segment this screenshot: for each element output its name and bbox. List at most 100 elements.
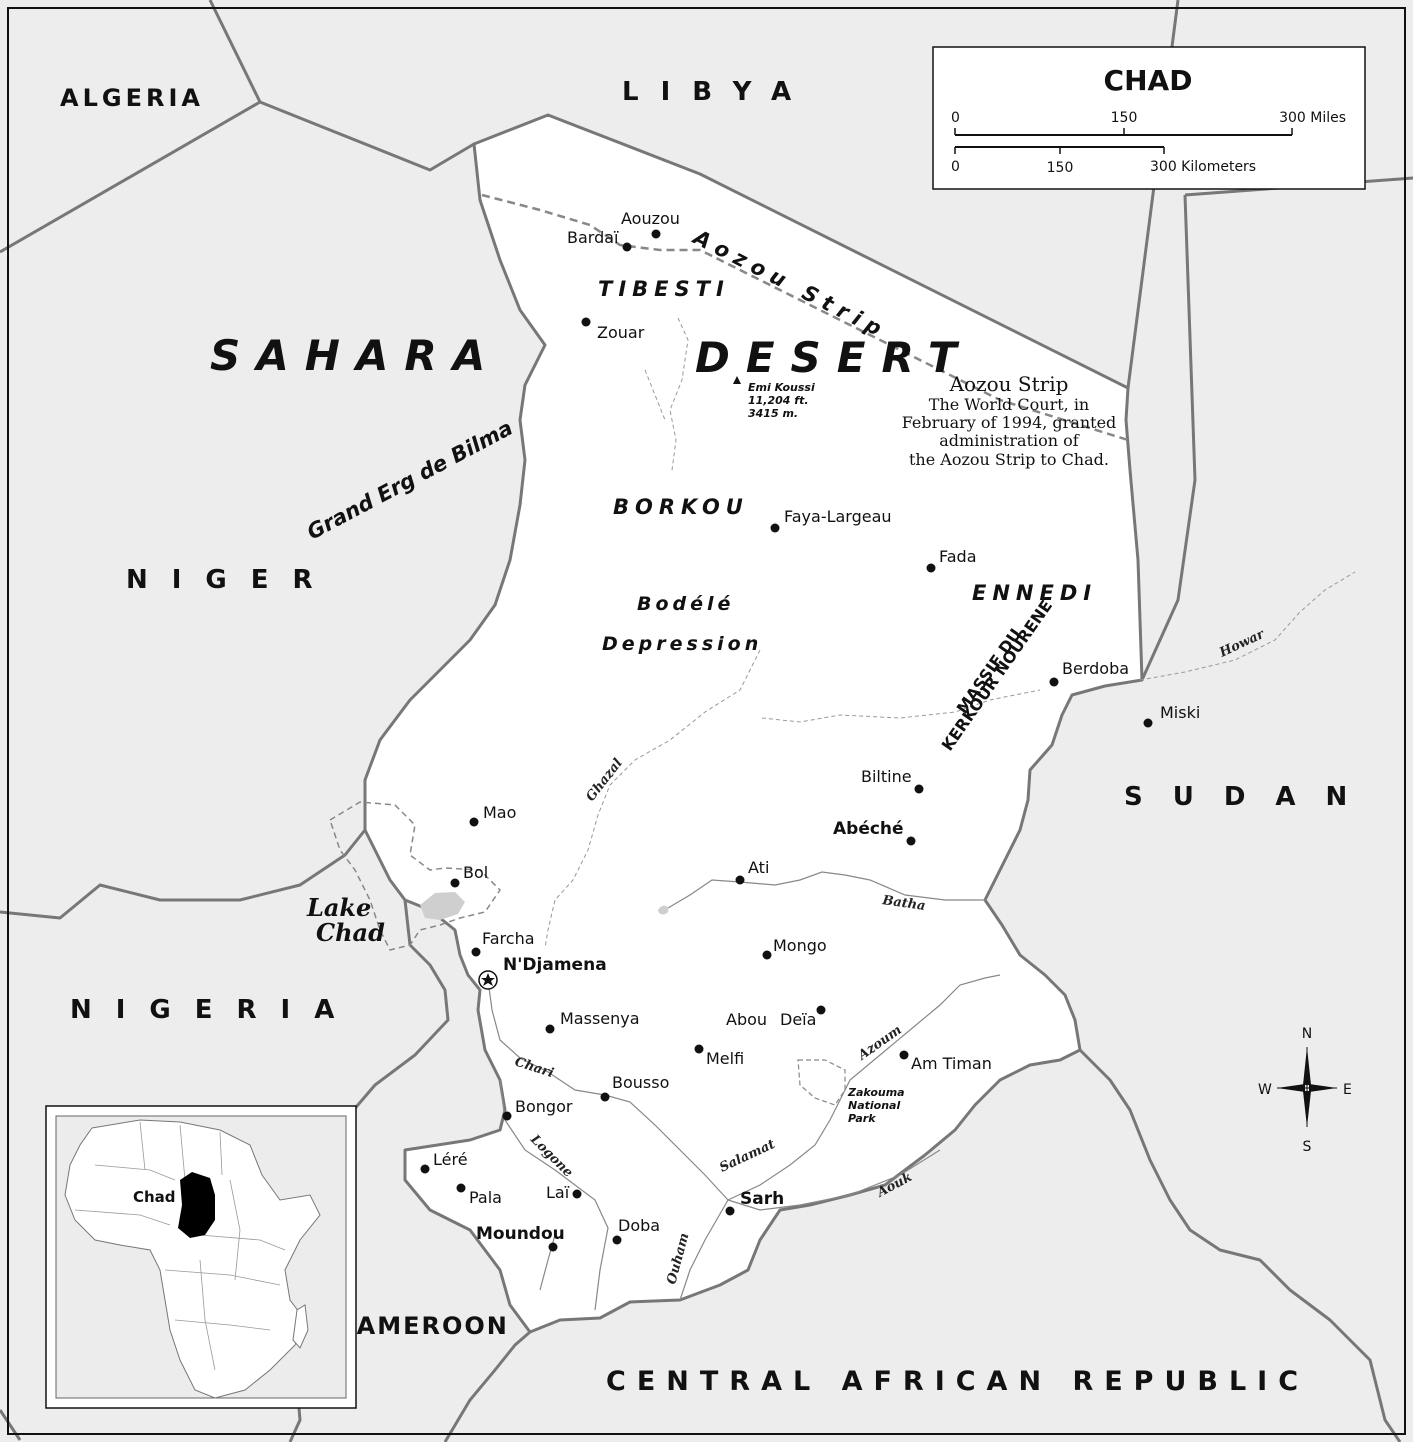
city-abou-deia-2: Deïa [780,1010,816,1029]
city-dot-miski [1143,718,1153,728]
aozou-note-line-2: February of 1994, granted [902,413,1117,432]
label-bodele-2: Depression [602,633,762,655]
city-miski: Miski [1160,703,1200,722]
city-moundou: Moundou [476,1224,565,1244]
aozou-note-title: Aozou Strip [949,372,1069,396]
wadis [544,317,1356,949]
city-abeche: Abéché [833,819,904,839]
compass-rose-icon [1277,1047,1337,1127]
city-lai: Laï [546,1183,570,1202]
scale-km-0: 0 [951,159,960,175]
label-central-african-republic: CENTRAL AFRICAN REPUBLIC [606,1366,1309,1397]
city-bardai: Bardaï [567,228,619,247]
scale-mi-150: 150 [1111,110,1138,126]
lake-chad-dashed [329,801,501,951]
city-bol: Bol [463,863,488,882]
city-dot-bousso [600,1092,610,1102]
capital-star-icon [478,970,498,990]
inset-madagascar [292,1304,309,1349]
city-doba: Doba [618,1216,660,1235]
batha-lake [658,905,669,915]
label-borkou: BORKOU [613,495,749,519]
title-scale-box: CHAD 0 150 300 Miles 0 150 300 Kilometer… [932,46,1366,190]
aozou-note: Aozou Strip The World Court, in February… [902,372,1117,469]
lake-label-2: Chad [316,918,385,947]
city-dot-pala [456,1183,466,1193]
park-line-1: Zakouma [847,1086,905,1099]
label-tibesti: TIBESTI [598,277,730,301]
city-berdoba: Berdoba [1062,659,1129,678]
label-cameroon: CAMEROON [337,1312,509,1340]
city-dot-moundou [548,1242,558,1252]
map-title: CHAD [1104,64,1193,97]
city-am-timan: Am Timan [911,1054,992,1073]
aozou-note-line-3: administration of [939,431,1080,450]
city-fada: Fada [939,547,977,566]
city-aouzou: Aouzou [621,209,680,228]
label-nigeria: NIGERIA [70,995,358,1025]
inset-chad-label: Chad [133,1188,176,1206]
city-dot-biltine [914,784,924,794]
label-sudan: SUDAN [1124,782,1377,812]
city-dot-abou-deia [816,1005,826,1015]
inset-africa: Chad [45,1105,357,1409]
city-dot-zouar [581,317,591,327]
scale-km-300: 300 Kilometers [1150,159,1256,175]
peak-icon [733,376,741,384]
city-dot-bol [450,878,460,888]
rivers [487,871,1001,1311]
city-dot-massenya [545,1024,555,1034]
city-bongor: Bongor [515,1097,573,1116]
compass-n: N [1302,1026,1312,1042]
city-dot-mongo [762,950,772,960]
label-desert: DESERT [695,333,973,382]
label-ennedi: ENNEDI [972,581,1097,605]
city-dot-aouzou [651,229,661,239]
peak-elev-m: 3415 m. [748,407,798,420]
aozou-note-line-4: the Aozou Strip to Chad. [909,450,1109,469]
scale-mi-0: 0 [951,110,960,126]
compass-w: W [1258,1082,1272,1098]
label-sahara: SAHARA [210,331,501,380]
city-dot-lai [572,1189,582,1199]
compass-s: S [1303,1139,1312,1155]
city-pala: Pala [469,1188,502,1207]
lake-label-1: Lake [306,893,371,922]
city-lere: Léré [433,1150,468,1169]
scale-mi-300: 300 Miles [1279,110,1346,126]
lake-chad-water [420,892,465,920]
city-dot-fada [926,563,936,573]
park-line-3: Park [848,1112,876,1125]
city-dot-bongor [502,1111,512,1121]
city-farcha: Farcha [482,929,535,948]
city-ndjamena: N'Djamena [503,955,607,975]
city-dot-bardai [622,242,632,252]
city-mongo: Mongo [773,936,827,955]
inset-chad-highlight [178,1172,215,1238]
city-dot-faya [770,523,780,533]
city-ati: Ati [748,858,769,877]
city-dot-abeche [906,836,916,846]
label-niger: NIGER [126,565,337,595]
city-biltine: Biltine [861,767,912,786]
river-batha: Batha [880,893,926,914]
compass-e: E [1343,1082,1352,1098]
label-bodele-1: Bodélé [637,593,734,615]
city-dot-doba [612,1235,622,1245]
city-mao: Mao [483,803,516,822]
city-dot-farcha [471,947,481,957]
city-dot-sarh [725,1206,735,1216]
park-line-2: National [848,1099,900,1112]
aozou-strip-line [481,193,1129,442]
label-libya: LIBYA [622,77,813,107]
city-melfi: Melfi [706,1049,744,1068]
city-zouar: Zouar [597,323,645,342]
city-dot-ati [735,875,745,885]
peak-elev-ft: 11,204 ft. [748,394,809,407]
cities: Aouzou Bardaï Zouar Faya-Largeau Fada Be… [420,209,1200,1252]
city-dot-mao [469,817,479,827]
label-algeria: ALGERIA [60,84,204,112]
city-dot-berdoba [1049,677,1059,687]
map-frame [7,7,1406,1435]
